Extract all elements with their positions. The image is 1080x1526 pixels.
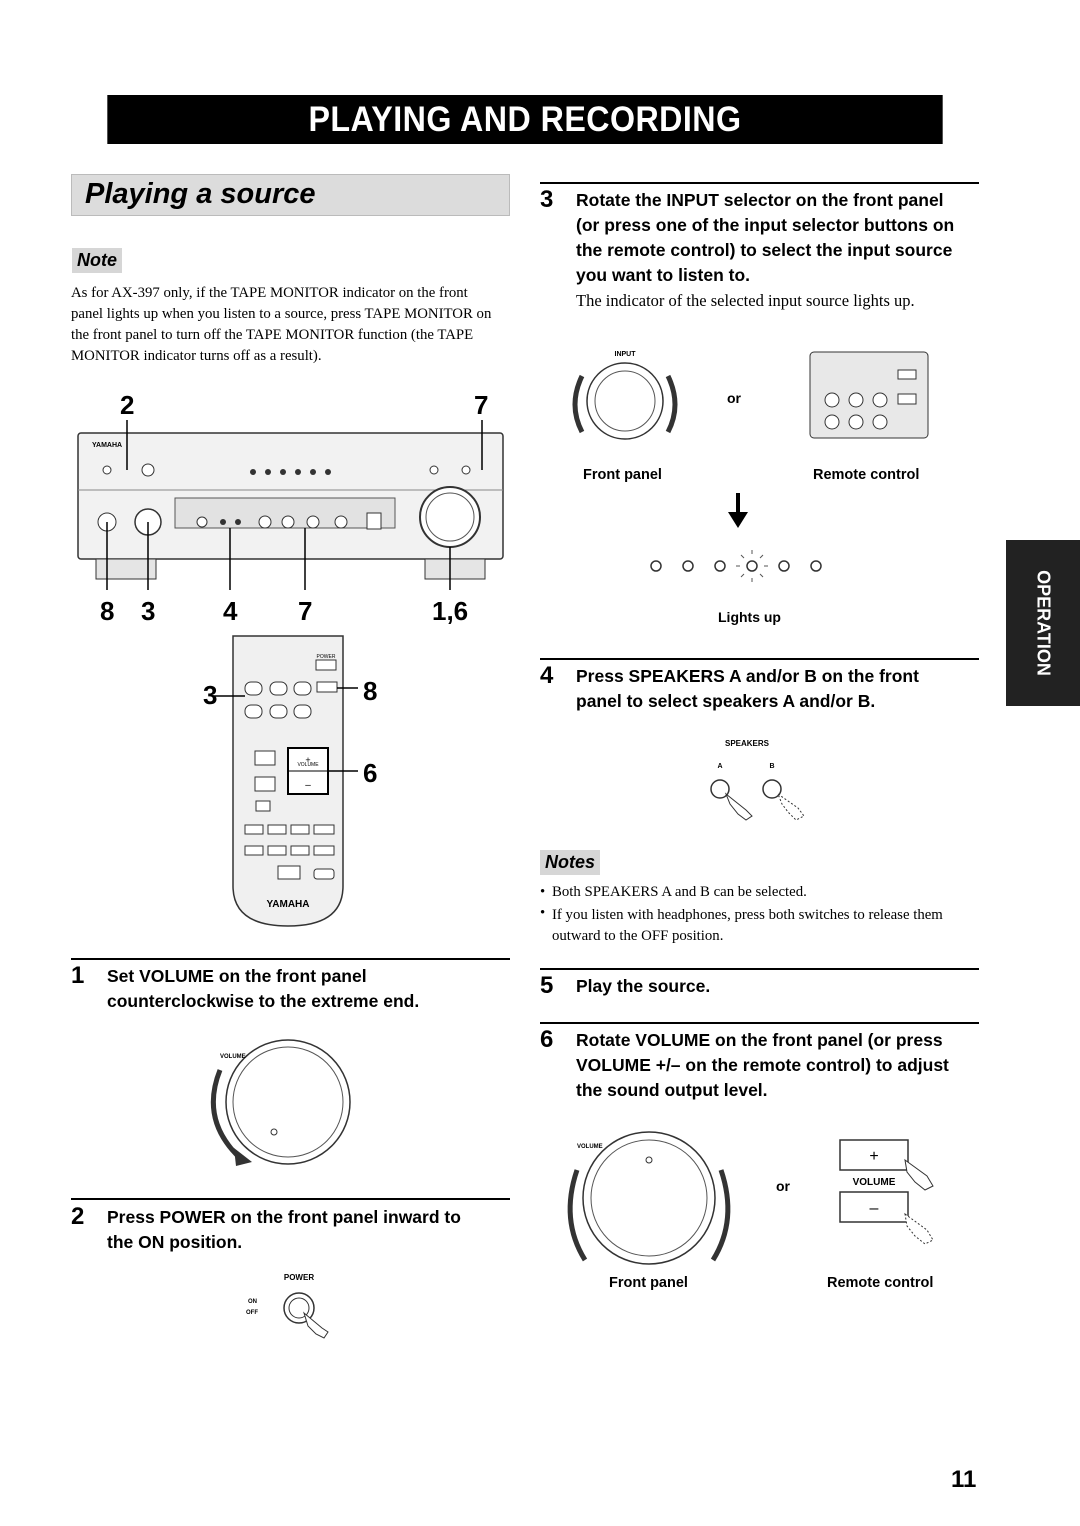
notes-bullet-2: • (540, 905, 546, 921)
receiver-front-panel-illustration: YAMAHA (77, 420, 504, 590)
power-on-label: ON (248, 1299, 257, 1305)
step-2-number: 2 (71, 1203, 85, 1230)
step-6-line-3: the sound output level. (576, 1080, 768, 1100)
step-3-line-1: Rotate the INPUT selector on the front p… (576, 190, 944, 210)
page-title: PLAYING AND RECORDING (308, 100, 742, 139)
speaker-b-label: B (769, 763, 774, 770)
speakers-switch-illustration: SPEAKERS A B (710, 739, 805, 821)
step-1-line-2: counterclockwise to the extreme end. (107, 991, 420, 1011)
callout-2: 2 (120, 390, 135, 420)
section-title-bar (71, 174, 510, 216)
note-label: Note (72, 248, 122, 273)
volume-knob-illustration: VOLUME (210, 1039, 351, 1166)
input-indicators-illustration (650, 493, 822, 582)
power-label: POWER (284, 1273, 314, 1282)
step-3-rule (540, 182, 979, 184)
notes-item-2: If you listen with headphones, press bot… (552, 907, 943, 944)
step-2-rule (71, 1198, 510, 1200)
callout-1-6: 1,6 (432, 596, 469, 626)
callout-7-bottom: 7 (298, 596, 313, 626)
step6-volume-label: VOLUME (577, 1144, 603, 1150)
step-5-number: 5 (540, 972, 554, 999)
step-4-number: 4 (540, 662, 554, 689)
speakers-label: SPEAKERS (725, 739, 770, 748)
front-panel-caption-1: Front panel (583, 467, 662, 483)
section-title: Playing a source (85, 178, 316, 210)
remote-volume-label: VOLUME (297, 762, 319, 768)
step-3-line-4: you want to listen to. (576, 265, 751, 285)
step-4-line-1: Press SPEAKERS A and/or B on the front (576, 666, 919, 686)
volume-minus-symbol: – (870, 1200, 879, 1217)
remote-plus: + (305, 755, 310, 765)
callout-remote-3: 3 (203, 680, 218, 710)
step-6-line-1: Rotate VOLUME on the front panel (or pre… (576, 1030, 943, 1050)
page-title-banner: PLAYING AND RECORDING (107, 95, 943, 144)
remote-control-illustration: YAMAHA POWER VOLUME + – (213, 635, 358, 927)
volume-plus-symbol: + (869, 1148, 878, 1165)
power-off-label: OFF (246, 1310, 258, 1316)
receiver-brand: YAMAHA (92, 442, 122, 449)
step-4-rule (540, 658, 979, 660)
lights-up-caption: Lights up (718, 609, 781, 625)
step-5-text: Play the source. (576, 976, 711, 996)
operation-side-tab: OPERATION (1006, 540, 1080, 706)
remote-power-label: POWER (317, 654, 336, 660)
front-panel-caption-2: Front panel (609, 1275, 688, 1291)
step-6-number: 6 (540, 1026, 554, 1053)
step-1-number: 1 (71, 962, 85, 989)
callout-7-top: 7 (474, 390, 489, 420)
step-6-line-2: VOLUME +/– on the remote control) to adj… (576, 1055, 949, 1075)
step-6-rule (540, 1022, 979, 1024)
remote-brand: YAMAHA (267, 899, 310, 910)
or-label-1: or (727, 390, 741, 406)
step-3-line-2: (or press one of the input selector butt… (576, 215, 955, 235)
step-4-line-2: panel to select speakers A and/or B. (576, 691, 876, 711)
step-3-detail: The indicator of the selected input sour… (576, 291, 915, 310)
power-button-illustration: POWER ON OFF (246, 1273, 329, 1339)
step-3-number: 3 (540, 186, 554, 213)
remote-volume-text: VOLUME (853, 1177, 896, 1188)
speaker-a-label: A (717, 763, 722, 770)
callout-remote-6: 6 (363, 758, 378, 788)
page-number: 11 (951, 1466, 977, 1493)
or-label-2: or (776, 1178, 790, 1194)
step-1-rule (71, 958, 510, 960)
remote-minus: – (305, 780, 311, 791)
callout-8: 8 (100, 596, 115, 626)
callout-4: 4 (223, 596, 238, 626)
callout-remote-8: 8 (363, 676, 378, 706)
volume-adjust-illustration: VOLUME + – VOLUME (567, 1131, 934, 1265)
operation-tab-label: OPERATION (1033, 570, 1054, 676)
step-1-line-1: Set VOLUME on the front panel (107, 966, 367, 986)
notes-bullet-1: • (540, 884, 546, 900)
callout-3: 3 (141, 596, 156, 626)
input-label: INPUT (615, 351, 637, 358)
input-selector-illustration: INPUT (572, 351, 929, 440)
step-3-line-3: the remote control) to select the input … (576, 240, 953, 260)
notes-label: Notes (540, 850, 601, 875)
remote-control-caption-1: Remote control (813, 467, 920, 483)
notes-item-1: Both SPEAKERS A and B can be selected. (552, 884, 807, 900)
step-2-line-1: Press POWER on the front panel inward to (107, 1207, 461, 1227)
step1-volume-label: VOLUME (220, 1054, 246, 1060)
step-5-rule (540, 968, 979, 970)
step-2-line-2: the ON position. (107, 1232, 243, 1252)
remote-control-caption-2: Remote control (827, 1275, 934, 1291)
note-text: As for AX-397 only, if the TAPE MONITOR … (71, 285, 492, 364)
